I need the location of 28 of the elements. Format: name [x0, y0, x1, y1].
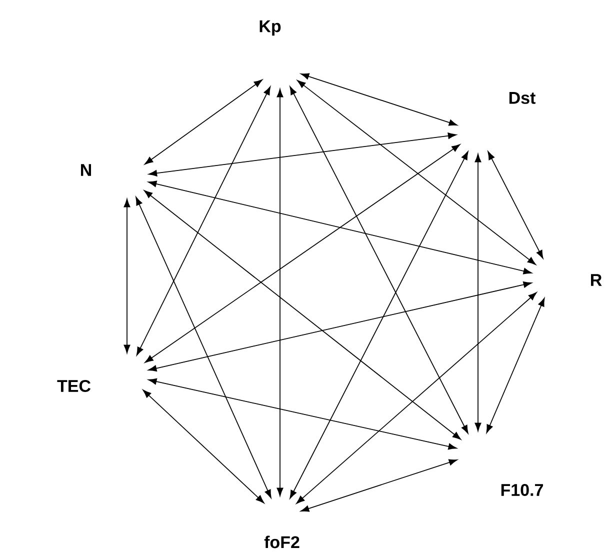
- arrow: [296, 292, 537, 504]
- arrow: [290, 151, 468, 499]
- arrow: [144, 79, 262, 164]
- node-label: Dst: [509, 92, 536, 104]
- arrow: [148, 132, 456, 176]
- arrow: [297, 80, 536, 265]
- node-label: TEC: [57, 380, 91, 392]
- arrow: [144, 190, 462, 440]
- node-label: N: [81, 164, 91, 176]
- node-label: Kp: [260, 20, 281, 36]
- arrow: [290, 86, 468, 434]
- arrow: [474, 154, 482, 432]
- arrow: [488, 151, 544, 259]
- arrow: [276, 88, 284, 496]
- arrow: [136, 196, 272, 498]
- arrow: [148, 378, 457, 450]
- node-label: foF2: [264, 536, 300, 548]
- arrow: [300, 73, 458, 126]
- node-label: F10.7: [501, 484, 543, 496]
- arrow: [486, 298, 545, 434]
- arrow: [136, 86, 271, 356]
- node-label: R: [591, 274, 602, 286]
- arrow: [124, 198, 130, 354]
- arrow: [142, 390, 264, 504]
- arrow: [148, 180, 532, 274]
- arrow: [144, 144, 460, 363]
- arrow: [148, 281, 532, 372]
- arrow: [300, 459, 458, 512]
